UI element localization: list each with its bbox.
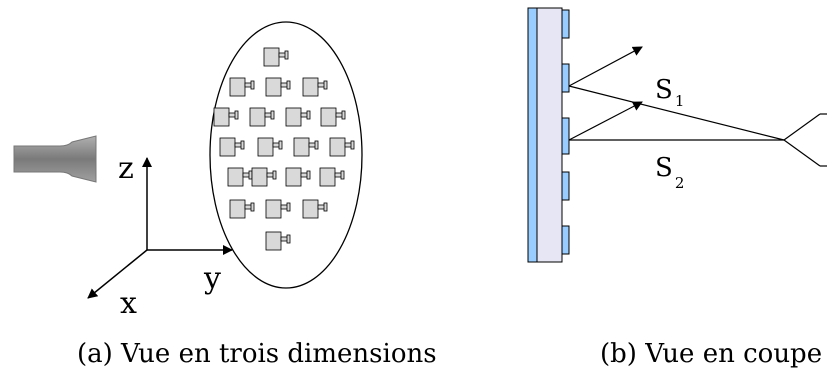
array-elements (213, 47, 355, 251)
array-element (249, 107, 275, 127)
array-element (229, 199, 255, 219)
patch (561, 9, 570, 39)
array-element (319, 167, 345, 187)
array-element (213, 107, 239, 127)
array-element (251, 167, 277, 187)
ray-incident-upper (568, 85, 785, 141)
x-axis (87, 249, 148, 299)
horn-antenna (783, 113, 827, 167)
substrate (536, 7, 563, 263)
array-element (285, 107, 311, 127)
ray-reflected-upper (568, 46, 643, 87)
array-element (227, 167, 253, 187)
array-element (257, 137, 283, 157)
caption-3d-view: (a) Vue en trois dimensions (77, 339, 437, 369)
array-element (263, 47, 289, 67)
z-axis-label: z (118, 151, 134, 186)
array-element (302, 77, 328, 97)
array-element (320, 107, 346, 127)
y-axis-label: y (203, 261, 221, 296)
source-emitter (13, 135, 97, 183)
ground-plane (527, 7, 538, 263)
axes: z y x (87, 151, 233, 321)
array-element (329, 137, 355, 157)
rays (568, 46, 785, 141)
patch (561, 63, 570, 93)
x-axis-label: x (120, 286, 137, 321)
array-element (265, 231, 291, 251)
array-element (285, 167, 311, 187)
three-d-view: z y x (a) Vue en trois dimensions (13, 21, 437, 369)
caption-cross-section: (b) Vue en coupe (600, 339, 822, 369)
array-element (229, 77, 255, 97)
patches (561, 9, 570, 255)
array-element (265, 77, 291, 97)
array-element (293, 137, 319, 157)
ray-reflected-lower (568, 101, 643, 141)
array-element (302, 199, 328, 219)
patch (561, 225, 570, 255)
array-element (219, 137, 245, 157)
patch (561, 117, 570, 155)
array-element (265, 199, 291, 219)
patch (561, 171, 570, 201)
